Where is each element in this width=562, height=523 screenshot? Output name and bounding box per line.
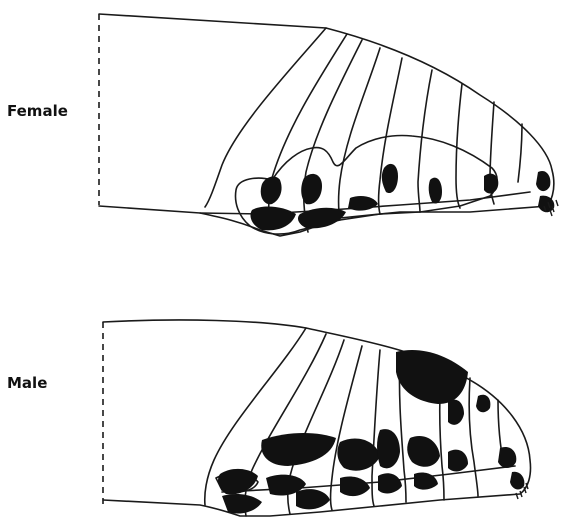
female-black-mark xyxy=(261,177,282,205)
female-black-mark xyxy=(484,174,498,194)
female-tip-bristle xyxy=(550,210,552,216)
male-segment-8 xyxy=(469,378,478,496)
male-black-mark xyxy=(261,433,336,466)
male-black-mark xyxy=(498,447,516,468)
female-black-mark xyxy=(429,178,442,204)
female-tip-bristle xyxy=(556,200,558,206)
male-black-mark xyxy=(510,472,524,490)
male-black-mark xyxy=(296,489,330,509)
female-segment-9 xyxy=(518,124,522,182)
female-black-mark xyxy=(250,207,296,231)
male-black-mark xyxy=(448,450,468,472)
female-black-mark xyxy=(536,171,550,191)
female-black-mark xyxy=(382,164,398,193)
male-black-mark xyxy=(407,436,440,467)
male-black-mark xyxy=(222,494,262,514)
male-black-mark xyxy=(340,476,370,496)
male-black-mark xyxy=(377,429,400,468)
female-black-mark xyxy=(301,174,322,204)
male-black-mark xyxy=(378,473,402,493)
female-black-mark xyxy=(348,196,378,211)
female-abdomen xyxy=(99,14,554,236)
male-abdomen xyxy=(103,320,531,516)
female-segment-7 xyxy=(456,84,462,208)
male-black-mark xyxy=(448,400,464,425)
male-dorsal-black-patch xyxy=(396,350,468,404)
male-black-mark xyxy=(476,395,490,413)
female-abdomen-outline xyxy=(99,14,554,236)
